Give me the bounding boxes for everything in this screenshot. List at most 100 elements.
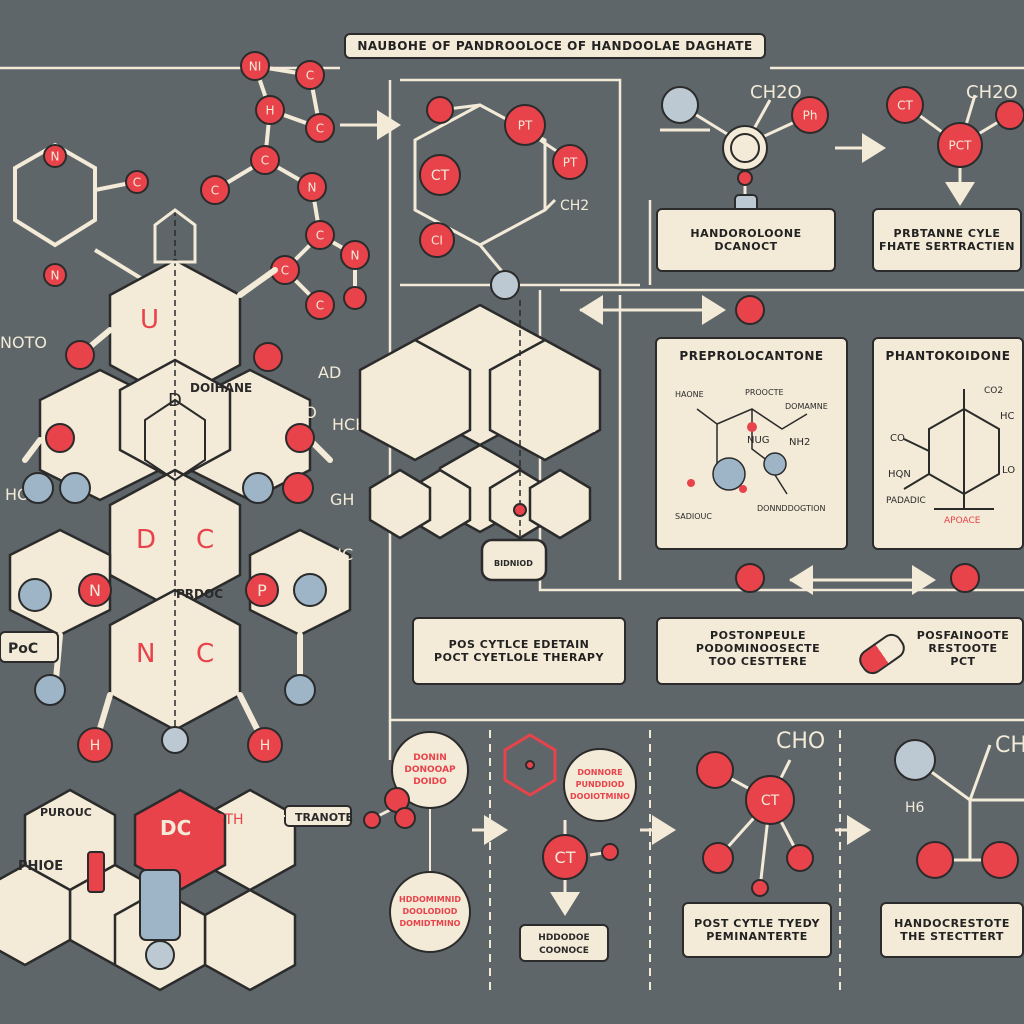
left-atom-h1-circle <box>77 727 113 763</box>
banner-posfainoote-line2: RESTOOTE <box>928 642 998 655</box>
banner-handocrestote: HANDOCRESTOTE THE STECTTERT <box>880 902 1024 958</box>
banner-handoroloone-line2: DCANOCT <box>714 240 778 253</box>
top-chain-atom-0-circle <box>240 51 270 81</box>
tr-atom-cn-circle <box>730 133 760 163</box>
bubble-a-line1: DONIN <box>413 753 447 763</box>
bubble-b-line3: DOOIOTMINO <box>570 792 630 801</box>
tr-atom-small-circle <box>737 170 753 186</box>
banner-handoroloone: HANDOROLOONE DCANOCT <box>656 208 836 272</box>
bubble-c-line2: DOOLODIOD <box>403 907 458 916</box>
b-atom-m2-circle <box>702 842 734 874</box>
left-atom-c-label: C <box>133 175 141 189</box>
box-phantokoidone: PHANTOKOIDONE CO2 CO HC HQN LO PADADIC A… <box>872 337 1024 550</box>
top-chain-atom-9-circle <box>340 240 370 270</box>
b-atom-m1-circle <box>696 751 734 789</box>
ring-letter-n: N <box>136 639 155 669</box>
banner-postonpeule-line1: POSTONPEULE <box>710 629 806 642</box>
left-atom-a-circle <box>65 340 95 370</box>
box-b-label-co2: CO2 <box>984 386 1003 396</box>
box-a-label-haone: HAONE <box>675 390 704 399</box>
tr-atom-ct-circle <box>886 86 924 124</box>
top-chain-atom-8-label: C <box>281 263 289 277</box>
b-atom-3-circle <box>363 811 381 829</box>
side-label-hch: HCH <box>332 415 367 434</box>
center-tail-label: BIDNIOD <box>494 559 533 568</box>
center-oh-label: OH <box>572 417 597 436</box>
left-atom-n1-label: N <box>51 149 60 163</box>
top-chain-atom-4-label: C <box>261 153 269 167</box>
b-atom-m4-circle <box>751 879 769 897</box>
mid-label: PRDOC <box>176 587 223 601</box>
box-a-label-nug: NUG <box>747 435 770 446</box>
banner-handoroloone-line1: HANDOROLOONE <box>690 227 802 240</box>
side-label-noto: NOTO <box>0 333 47 352</box>
bubble-b-line2: PUNDDIOD <box>576 780 625 789</box>
cell-purouc: PUROUC <box>40 806 92 819</box>
top-chain-atom-1-label: H <box>265 103 274 117</box>
b-atom-n1-circle <box>916 841 954 879</box>
left-atom-b-circle <box>253 342 283 372</box>
box-a-label-donndd: DONNDDOGTION <box>757 504 826 513</box>
ring-letter-d-small: D <box>168 390 182 411</box>
left-structure: U D D C N C DOIHANE PRDOC HO <box>0 142 367 763</box>
center-atom-ci-circle <box>419 222 455 258</box>
banner-postonpeule-line3: TOO CESTTERE <box>708 655 808 668</box>
banner-post-cytle-tyedy: POST CYTLE TYEDY PEMINANTERTE <box>682 902 832 958</box>
top-chain-atom-0-label: NI <box>249 59 262 73</box>
cell-dc: DC <box>160 816 191 840</box>
b-atom-ct-label: CT <box>555 848 576 867</box>
left-atom-n3-circle <box>78 573 112 607</box>
ring-letter-c2: C <box>196 639 214 669</box>
left-atom-n2-circle <box>43 263 67 287</box>
box-b-label-apoace: APOACE <box>944 516 981 526</box>
ct-caption-line2: COONOCE <box>539 946 589 956</box>
left-atom-e-circle <box>22 472 54 504</box>
box-a-title: PREPROLOCANTONE <box>679 349 824 363</box>
top-chain-atom-2-label: C <box>316 121 324 135</box>
top-chain-atom-3-label: C <box>306 68 314 82</box>
left-atom-h-circle <box>282 472 314 504</box>
bubble-a-line3: DOIDO <box>413 777 447 787</box>
side-label-ad: AD <box>318 363 341 382</box>
top-chain-atom-6-circle <box>297 172 327 202</box>
mol-b-label: CH2O <box>966 82 1018 103</box>
b-atom-sphere-circle <box>894 739 936 781</box>
b-atom-ring-dot-circle <box>525 760 535 770</box>
title-banner: NAUBOHE OF PANDROOLOCE OF HANDOOLAE DAGH… <box>344 33 766 59</box>
top-chain-atom-9-label: N <box>351 248 360 262</box>
mol-b-bottom-label: CH <box>995 733 1024 758</box>
center-atom-dot-circle <box>513 503 527 517</box>
top-chain-atom-6-label: N <box>308 180 317 194</box>
cell-phioe: PHIOE <box>18 859 63 874</box>
top-chain-atom-4-circle <box>250 145 280 175</box>
box-a-label-domamne: DOMAMNE <box>785 402 828 411</box>
top-chain-atom-5-circle <box>200 175 230 205</box>
box-b-label-hqn: HQN <box>888 469 911 480</box>
left-atom-l-circle <box>284 674 316 706</box>
center-atom-hub-circle <box>490 270 520 300</box>
b-atom-ct-side-circle <box>601 843 619 861</box>
left-atom-h2-label: H <box>260 738 271 754</box>
top-chain-atom-extra-circle <box>343 286 367 310</box>
connector-dots <box>579 295 980 595</box>
tr-atom-pct-circle <box>937 122 983 168</box>
left-atom-d-circle <box>285 423 315 453</box>
bottom-left-hexes: PUROUC PHIOE DC PTH TRANOTE <box>0 788 353 992</box>
left-atom-k-circle <box>34 674 66 706</box>
b-atom-ct-circle <box>542 834 588 880</box>
top-chain-atom-7-circle <box>305 220 335 250</box>
center-atom-pt1-label: PT <box>518 118 533 132</box>
banner-pct-line2: PEMINANTERTE <box>706 930 808 943</box>
b-atom-m3-circle <box>786 844 814 872</box>
mol-a-bottom-label: CHO <box>776 729 825 754</box>
banner-pos-line1: POS CYTLCE EDETAIN <box>448 638 590 651</box>
side-label-pqo: PQO <box>282 403 317 422</box>
pill-icon <box>854 629 910 679</box>
banner-posfainoote-line1: POSFAINOOTE <box>916 629 1010 642</box>
center-atom-pt2-label: PT <box>563 155 578 169</box>
bubble-b-line1: DONNORE <box>577 768 622 777</box>
